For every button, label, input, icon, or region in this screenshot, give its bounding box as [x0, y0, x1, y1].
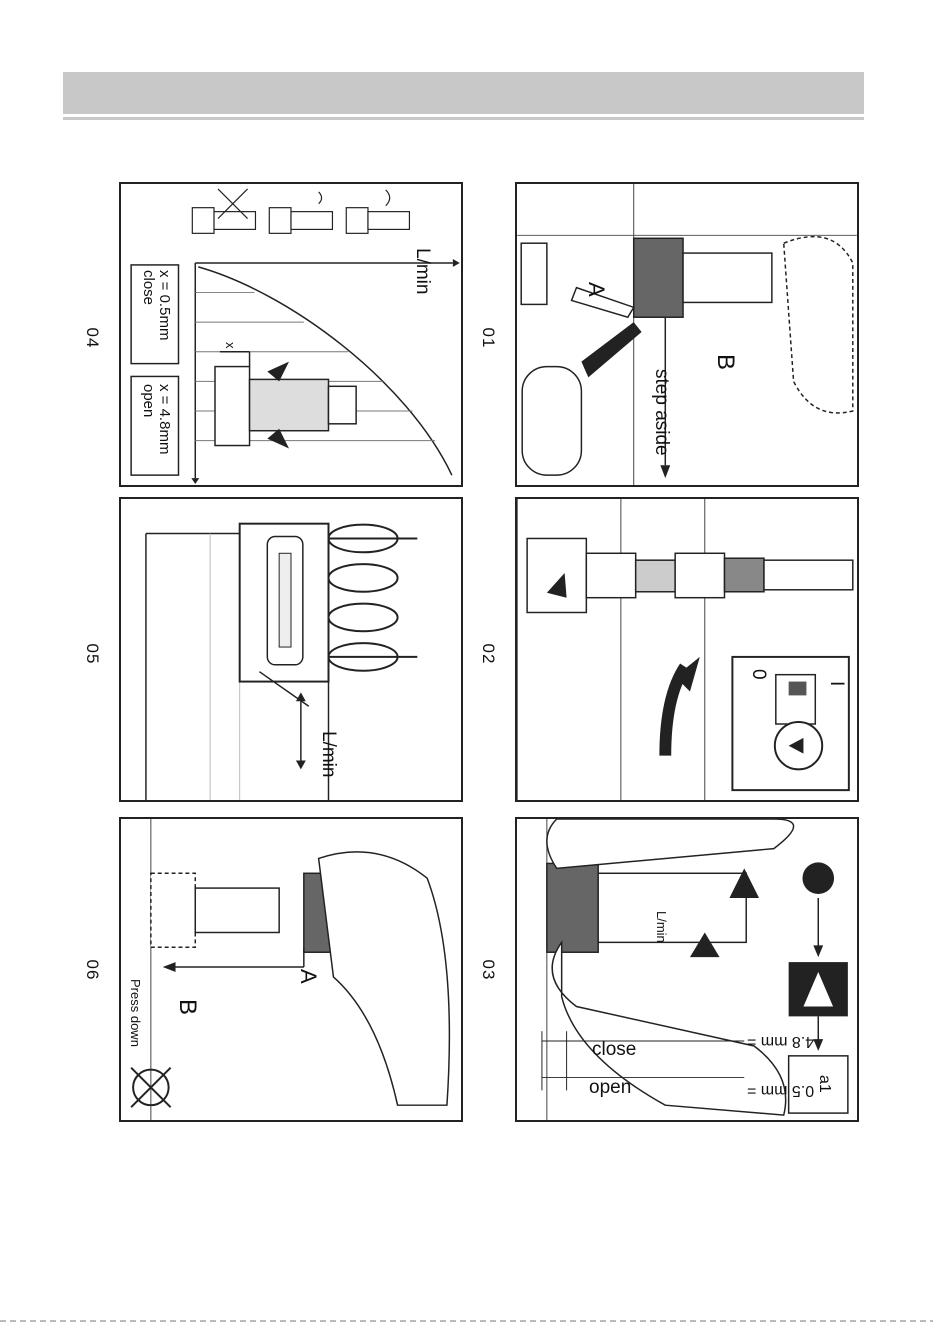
valve-insert-illustration	[121, 819, 461, 1120]
press-down-note: Press down	[128, 979, 143, 1047]
flow-indicator-illustration	[121, 499, 461, 800]
pump-switch-illustration	[517, 499, 857, 800]
step-number-01: 01	[478, 318, 498, 358]
footer-divider	[0, 1320, 933, 1322]
panel-step-01: A B step aside	[515, 182, 859, 487]
dimension-open-label: open	[589, 1077, 631, 1099]
close-label: close	[140, 270, 157, 305]
panel-step-03: 4.8 mm = close 0.5 mm = open a1 L/min	[515, 817, 859, 1122]
step-number-06: 06	[82, 950, 102, 990]
header-bar	[63, 72, 864, 114]
switch-on-label: I	[825, 681, 847, 686]
valve-removal-illustration	[517, 184, 857, 485]
label-a: A	[583, 282, 609, 297]
adjustment-illustration	[517, 819, 857, 1120]
step-number-05: 05	[82, 634, 102, 674]
switch-off-label: 0	[747, 669, 769, 680]
scale-label: L/min	[654, 911, 669, 943]
flow-rate-label: L/min	[317, 731, 339, 777]
dimension-open-value: 0.5 mm =	[747, 1081, 814, 1099]
panel-step-02: 0 I	[515, 497, 859, 802]
label-a: A	[295, 969, 321, 984]
marker-a1: a1	[815, 1075, 833, 1093]
step-number-03: 03	[478, 950, 498, 990]
valve-icon	[192, 189, 409, 233]
panel-step-04: L/min x x = 0.5mm close x = 4.8mm open	[119, 182, 463, 487]
step-number-02: 02	[478, 634, 498, 674]
axis-label: L/min	[411, 248, 433, 294]
panel-step-06: A B Press down	[119, 817, 463, 1122]
label-b: B	[711, 354, 739, 370]
close-value: x = 0.5mm	[156, 270, 173, 340]
open-value: x = 4.8mm	[156, 384, 173, 454]
header-rule	[63, 117, 864, 120]
step-number-04: 04	[82, 318, 102, 358]
dimension-close-value: 4.8 mm =	[747, 1032, 814, 1050]
open-label: open	[140, 384, 157, 417]
panel-step-05: L/min	[119, 497, 463, 802]
step-aside-note: step aside	[650, 369, 672, 456]
x-dimension-label: x	[223, 342, 238, 349]
dimension-close-label: close	[592, 1039, 636, 1061]
label-b: B	[173, 999, 201, 1015]
